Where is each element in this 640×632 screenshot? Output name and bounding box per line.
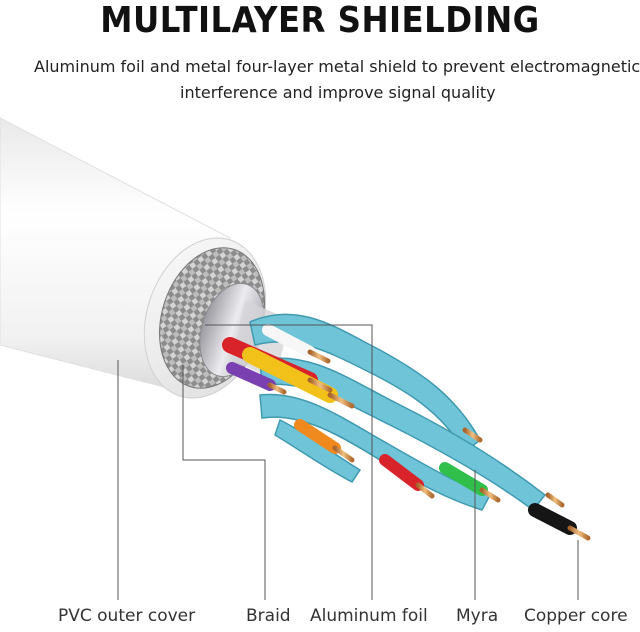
copper-cores [267,349,591,541]
label-braid: Braid [246,606,291,626]
page-title: MULTILAYER SHIELDING [100,0,540,41]
wire-yellow [242,347,338,403]
label-aluminum-foil: Aluminum foil [310,606,428,626]
wire-purple [226,362,276,391]
leader-braid [182,365,266,600]
subtitle-line-2: interference and improve signal quality [180,83,496,102]
wire-black [528,503,577,535]
wire-white [262,324,316,358]
label-pvc-outer-cover: PVC outer cover [58,606,196,626]
leader-foil [205,324,373,600]
wire-green [439,462,488,496]
label-myra: Myra [456,606,499,626]
leader-lines [117,324,579,600]
wire-red-bottom [379,454,424,491]
subtitle: Aluminum foil and metal four-layer metal… [0,54,640,106]
subtitle-line-1: Aluminum foil and metal four-layer metal… [34,57,640,76]
label-copper-core: Copper core [524,606,628,626]
wire-orange [294,419,341,454]
